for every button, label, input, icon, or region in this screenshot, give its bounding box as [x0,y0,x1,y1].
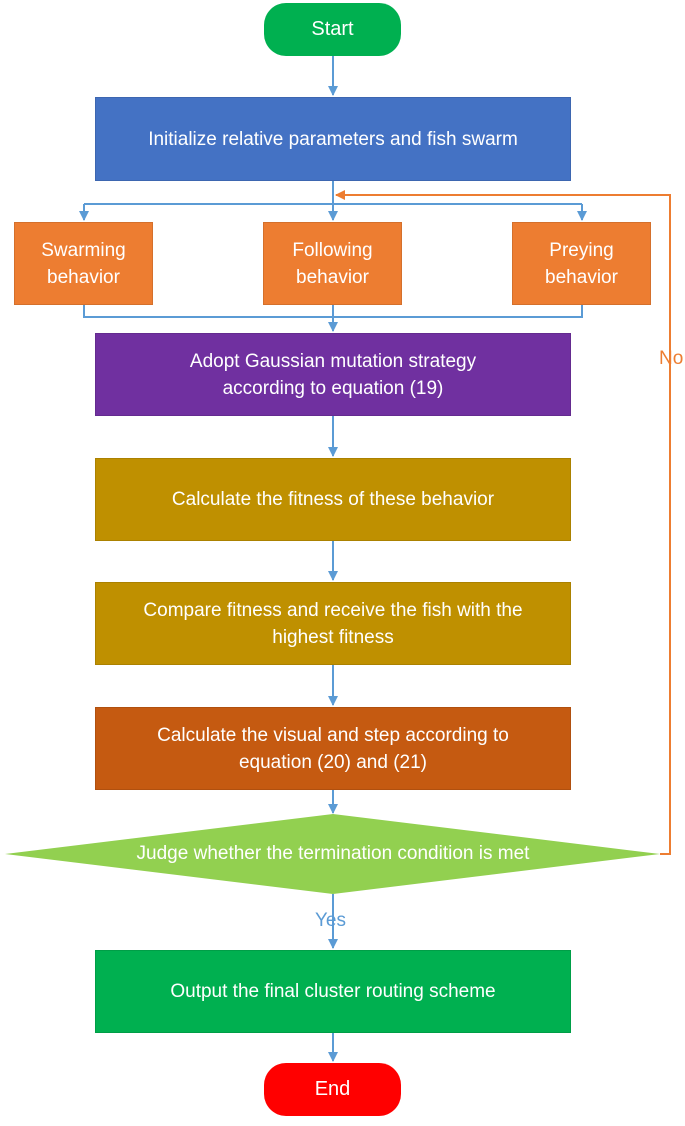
yes-edge-label: Yes [315,910,346,931]
initialize-node: Initialize relative parameters and fish … [95,97,571,181]
termination-decision-diamond [5,814,660,894]
preying-behavior-node: Preying behavior [512,222,651,305]
gaussian-mutation-node: Adopt Gaussian mutation strategy accordi… [95,333,571,416]
no-edge-label: No [659,348,684,369]
start-node: Start [264,3,401,56]
swarming-behavior-node: Swarming behavior [14,222,153,305]
output-scheme-node: Output the final cluster routing scheme [95,950,571,1033]
edge-judge-loop-no [335,190,671,855]
visual-step-node: Calculate the visual and step according … [95,707,571,790]
end-node: End [264,1063,401,1116]
termination-decision-label: Judge whether the termination condition … [136,843,530,864]
following-behavior-node: Following behavior [263,222,402,305]
compare-fitness-node: Compare fitness and receive the fish wit… [95,582,571,665]
calculate-fitness-node: Calculate the fitness of these behavior [95,458,571,541]
